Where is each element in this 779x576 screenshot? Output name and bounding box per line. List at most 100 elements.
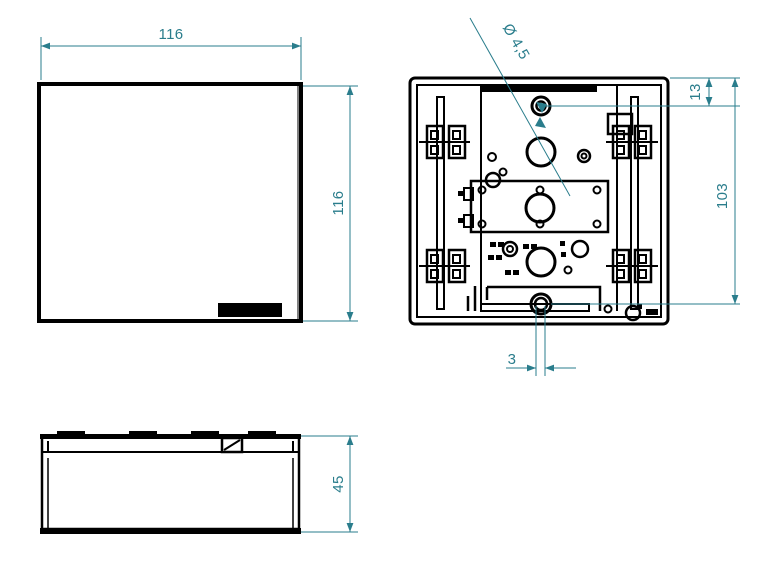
clip-detail-c [452, 254, 461, 264]
plate-tab-pin-lower [458, 218, 463, 223]
dimension-label-back-total-height: 103 [714, 183, 731, 209]
side-view-base-bar [40, 528, 301, 534]
left-rail-group [419, 96, 470, 310]
hole-tiny-upper [498, 167, 508, 177]
hole-large-upper [525, 136, 557, 168]
snap-ring [624, 304, 642, 322]
pcb-pad-6 [513, 270, 519, 275]
clip-detail-a [430, 130, 439, 140]
back-view-inner-wall [416, 84, 662, 318]
dimension-label-back-bottom-offset: 3 [508, 351, 517, 368]
hole-large-lower [525, 246, 557, 278]
pcb-pad-4 [496, 255, 502, 260]
leader-arrow-upper [536, 102, 547, 113]
clip-detail-d [638, 269, 647, 279]
pcb-hole-right [570, 239, 590, 259]
plate-center-hole [524, 192, 556, 224]
back-view-top-band [481, 86, 597, 92]
back-view [408, 76, 670, 326]
dimension-back-top-offset: 13 [545, 77, 740, 107]
pcb-pad-2 [498, 242, 504, 247]
plate-tab-pin-upper [458, 191, 463, 196]
right-rail-group [606, 96, 658, 310]
clip-detail-b [430, 145, 439, 155]
right-rail [630, 96, 639, 310]
pcb-hole-small [563, 265, 573, 275]
side-view-latch [220, 436, 244, 454]
back-view-outer-shell [408, 76, 670, 326]
plate-hole-br [592, 219, 602, 229]
dimension-label-front-height: 116 [330, 190, 347, 215]
clip-detail-b [616, 269, 625, 279]
side-view [40, 431, 301, 534]
pcb-pad-5 [505, 270, 511, 275]
clip-detail-a [430, 254, 439, 264]
right-clip-lower [606, 248, 658, 284]
pcb-pad-10 [561, 252, 566, 257]
pcb-boss-outer [501, 240, 519, 258]
plate-tab-upper [463, 187, 474, 201]
dimension-front-height: 116 [303, 85, 358, 322]
front-view: GROTHE [37, 82, 303, 323]
side-view-top-band [40, 434, 301, 439]
compartment-rib [466, 286, 477, 311]
clip-detail-b [430, 269, 439, 279]
bottom-right-snap [624, 304, 658, 322]
dimension-label-back-top-offset: 13 [687, 83, 704, 101]
dimension-back-total-height: 103 [551, 78, 740, 305]
snap-bar [646, 309, 658, 315]
clip-detail-d [452, 145, 461, 155]
terminal-block [606, 112, 634, 136]
leader-arrow-lower [535, 117, 546, 128]
dimension-back-bottom-offset: 3 [506, 306, 576, 376]
clip-detail-b [616, 145, 625, 155]
logo-label: GROTHE [224, 302, 277, 317]
compartment-wall [485, 285, 602, 311]
brand-logo: GROTHE [218, 302, 282, 317]
clip-detail-c [638, 130, 647, 140]
leader-line [469, 17, 571, 197]
right-clip-upper [606, 124, 658, 160]
pcb-pad-9 [560, 241, 565, 246]
plate-hole-tl [477, 185, 487, 195]
dimension-label-hole-diameter: Ø 4,5 [499, 21, 533, 63]
pcb-pad-7 [523, 244, 529, 249]
dimension-side-depth: 45 [301, 435, 358, 533]
mounting-plate [458, 179, 610, 234]
left-rail [436, 96, 445, 310]
front-view-body [37, 82, 303, 323]
side-view-notch-3 [191, 431, 219, 436]
clip-detail-d [638, 145, 647, 155]
side-view-notch-1 [57, 431, 85, 436]
latch-diagonal [223, 439, 241, 451]
bottom-cable-entry-hole [533, 296, 549, 312]
plate-hole-tr [592, 185, 602, 195]
pcb-boss-hole [506, 245, 514, 253]
latch-body [220, 436, 244, 454]
dimension-label-side-depth: 45 [330, 475, 347, 493]
hole-small-upper-left [487, 152, 497, 162]
side-view-notch-2 [129, 431, 157, 436]
pcb-pad-8 [531, 244, 537, 249]
plate-frame [469, 179, 610, 234]
logo-plate [218, 303, 282, 317]
clip-detail-d [452, 269, 461, 279]
left-clip-lower [419, 248, 470, 284]
plate-tab-lower [463, 214, 474, 228]
side-view-body [40, 435, 301, 531]
dimension-label-front-width: 116 [158, 26, 183, 43]
clip-detail-a [616, 254, 625, 264]
plate-hole-bl [477, 219, 487, 229]
compartment-hole [603, 304, 613, 314]
pcb-pad-3 [488, 255, 494, 260]
boss-upper-right-hole [580, 152, 588, 160]
side-view-notch-4 [248, 431, 276, 436]
boss-upper-right-outer [576, 148, 592, 164]
left-clip-upper [419, 124, 470, 160]
clip-detail-c [638, 254, 647, 264]
snap-pin [637, 304, 642, 309]
clip-detail-c [452, 130, 461, 140]
pcb-pad-1 [490, 242, 496, 247]
dimension-front-width: 116 [40, 26, 302, 80]
